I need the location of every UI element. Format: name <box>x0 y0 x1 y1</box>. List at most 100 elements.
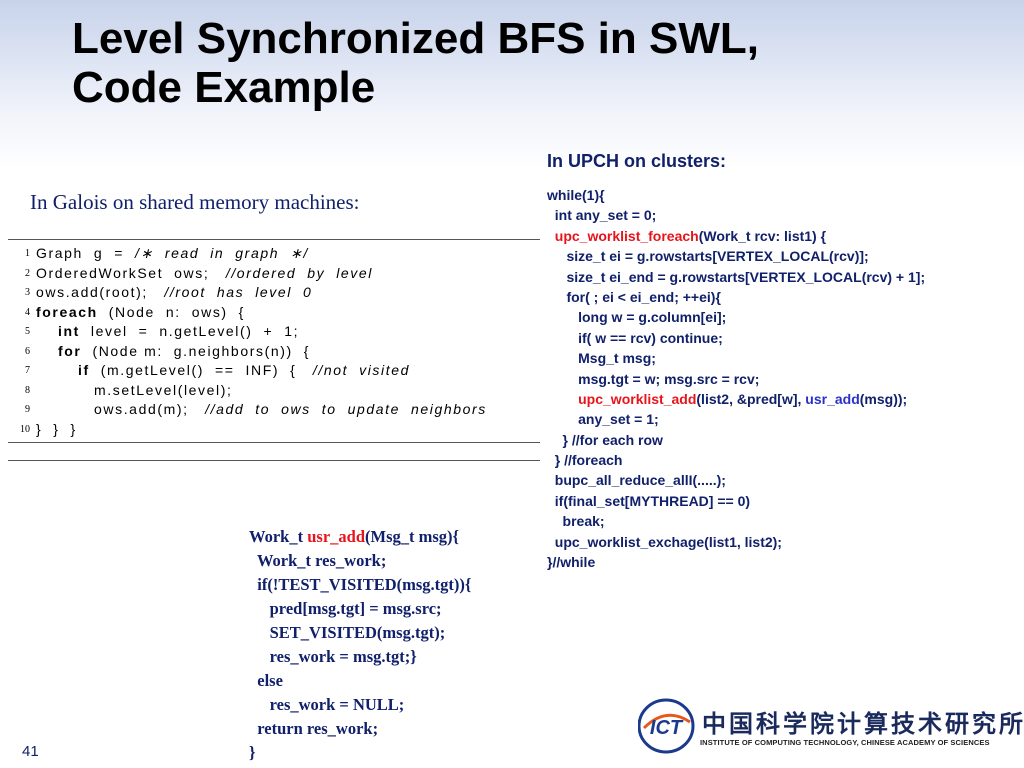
code-text: OrderedWorkSet ows; //ordered by level <box>36 264 373 283</box>
code-line: return res_work; <box>249 717 471 741</box>
code-token: upc_worklist_exchage(list1, list2); <box>547 533 782 550</box>
code-token: OrderedWorkSet ows; <box>36 264 226 281</box>
slide-title-line-2: Code Example <box>72 63 376 112</box>
ict-logo-mark: ICT <box>638 698 695 754</box>
code-token: (Work_t rcv: list1) { <box>698 227 827 244</box>
code-token: }//while <box>547 554 596 571</box>
line-number: 5 <box>25 326 30 337</box>
code-token: } //foreach <box>547 452 623 469</box>
galois-code-listing: 1 Graph g = /∗ read in graph ∗/ 2 OrderedWo… <box>8 239 540 461</box>
code-token: long w = g.column[ei]; <box>547 309 727 326</box>
slide-title: Level Synchronized BFS in SWL, Code Exam… <box>72 14 759 112</box>
code-line: }//while <box>547 552 925 572</box>
code-text: Graph g = /∗ read in graph ∗/ <box>36 244 309 263</box>
code-text: ows.add(root); //root has level 0 <box>36 283 312 302</box>
code-token: (Node m: g.neighbors(n)) { <box>81 342 310 359</box>
code-token: //not visited <box>312 362 410 378</box>
code-token: for <box>58 342 82 359</box>
code-token: bupc_all_reduce_allI(.....); <box>547 472 726 489</box>
upch-code-block: while(1){ int any_set = 0; upc_worklist_… <box>547 185 925 572</box>
code-token: (Msg_t msg){ <box>365 527 460 546</box>
code-line: } //for each row <box>547 430 925 450</box>
code-line: for( ; ei < ei_end; ++ei){ <box>547 287 925 307</box>
code-token: foreach <box>36 303 98 320</box>
code-line: if(!TEST_VISITED(msg.tgt)){ <box>249 573 471 597</box>
code-text: for (Node m: g.neighbors(n)) { <box>58 342 310 361</box>
code-line: else <box>249 669 471 693</box>
code-line: break; <box>547 511 925 531</box>
line-number: 10 <box>20 423 30 435</box>
ict-logo: ICT <box>638 698 695 754</box>
code-token: } //for each row <box>547 431 663 448</box>
code-token: level = n.getLevel() + 1; <box>79 323 300 339</box>
code-line: upc_worklist_add(list2, &pred[w], usr_ad… <box>547 389 925 409</box>
code-token <box>547 391 578 407</box>
code-token: Work_t <box>249 527 308 546</box>
code-token: res_work = msg.tgt;} <box>249 647 417 666</box>
code-token: } <box>249 743 256 762</box>
code-token: if( w == rcv) continue; <box>547 329 723 346</box>
code-token: int <box>58 323 80 339</box>
code-token: ows.add(root); <box>36 284 165 300</box>
code-line: Work_t usr_add(Msg_t msg){ <box>249 525 471 549</box>
code-token: res_work = NULL; <box>249 695 405 714</box>
code-line: SET_VISITED(msg.tgt); <box>249 621 471 645</box>
code-token: int any_set = 0; <box>547 207 657 224</box>
line-number: 7 <box>25 365 30 376</box>
code-line: bupc_all_reduce_allI(.....); <box>547 470 925 490</box>
code-token: any_set = 1; <box>547 411 659 428</box>
code-token: if <box>78 362 90 378</box>
upch-heading: In UPCH on clusters: <box>547 151 727 171</box>
code-line: if( w == rcv) continue; <box>547 328 925 348</box>
code-token: (msg)); <box>859 390 908 407</box>
code-token: break; <box>547 513 605 530</box>
code-text: int level = n.getLevel() + 1; <box>58 322 299 341</box>
line-number: 9 <box>25 404 30 415</box>
code-token: (Node n: ows) { <box>97 303 245 320</box>
code-line: while(1){ <box>547 185 925 205</box>
line-number: 8 <box>25 384 30 396</box>
code-line: size_t ei_end = g.rowstarts[VERTEX_LOCAL… <box>547 267 925 287</box>
ict-logo-mark-text: ICT <box>650 717 684 739</box>
code-token: usr_add <box>307 527 365 546</box>
code-token: //add to ows to update neighbors <box>205 401 487 417</box>
line-number: 4 <box>25 306 30 318</box>
code-text: foreach (Node n: ows) { <box>36 303 245 322</box>
code-text: if (m.getLevel() == INF) { //not visited <box>78 361 410 380</box>
code-token: SET_VISITED(msg.tgt); <box>249 623 446 642</box>
line-number: 1 <box>25 248 30 259</box>
slide-title-line-1: Level Synchronized BFS in SWL, <box>72 14 759 63</box>
code-token: if(final_set[MYTHREAD] == 0) <box>547 492 751 509</box>
code-token: m.setLevel(level); <box>94 381 233 398</box>
usr-add-code-block: Work_t usr_add(Msg_t msg){ Work_t res_wo… <box>249 525 471 765</box>
code-line: Msg_t msg; <box>547 348 925 368</box>
code-token: usr_add <box>805 390 860 407</box>
code-token: Msg_t msg; <box>547 350 656 367</box>
line-number: 6 <box>25 345 30 357</box>
code-token: (m.getLevel() == INF) { <box>89 362 313 378</box>
code-text: } } } <box>36 420 77 439</box>
code-token: else <box>249 671 283 690</box>
code-line: msg.tgt = w; msg.src = rcv; <box>547 369 925 389</box>
code-line: } //foreach <box>547 450 925 470</box>
code-line: any_set = 1; <box>547 409 925 429</box>
code-line: size_t ei = g.rowstarts[VERTEX_LOCAL(rcv… <box>547 246 925 266</box>
code-line: res_work = NULL; <box>249 693 471 717</box>
code-token: //ordered by level <box>225 264 373 281</box>
code-line: } <box>249 741 471 765</box>
code-token: size_t ei = g.rowstarts[VERTEX_LOCAL(rcv… <box>547 248 869 265</box>
code-token <box>547 228 555 244</box>
code-token: Graph g = <box>36 245 136 261</box>
ict-logo-english: INSTITUTE OF COMPUTING TECHNOLOGY, CHINE… <box>700 738 990 747</box>
code-token: (list2, &pred[w], <box>696 390 806 407</box>
code-token: for( ; ei < ei_end; ++ei){ <box>547 288 721 305</box>
code-token: upc_worklist_add <box>578 390 697 407</box>
line-number: 2 <box>25 267 30 279</box>
code-token: //root has level 0 <box>164 284 313 300</box>
ict-logo-chinese: 中国科学院计算技术研究所 <box>702 709 1024 738</box>
code-token: ows.add(m); <box>94 401 206 417</box>
code-token: msg.tgt = w; msg.src = rcv; <box>547 370 760 387</box>
code-line: pred[msg.tgt] = msg.src; <box>249 597 471 621</box>
code-token: return res_work; <box>249 719 379 738</box>
code-text: ows.add(m); //add to ows to update neigh… <box>94 400 487 419</box>
